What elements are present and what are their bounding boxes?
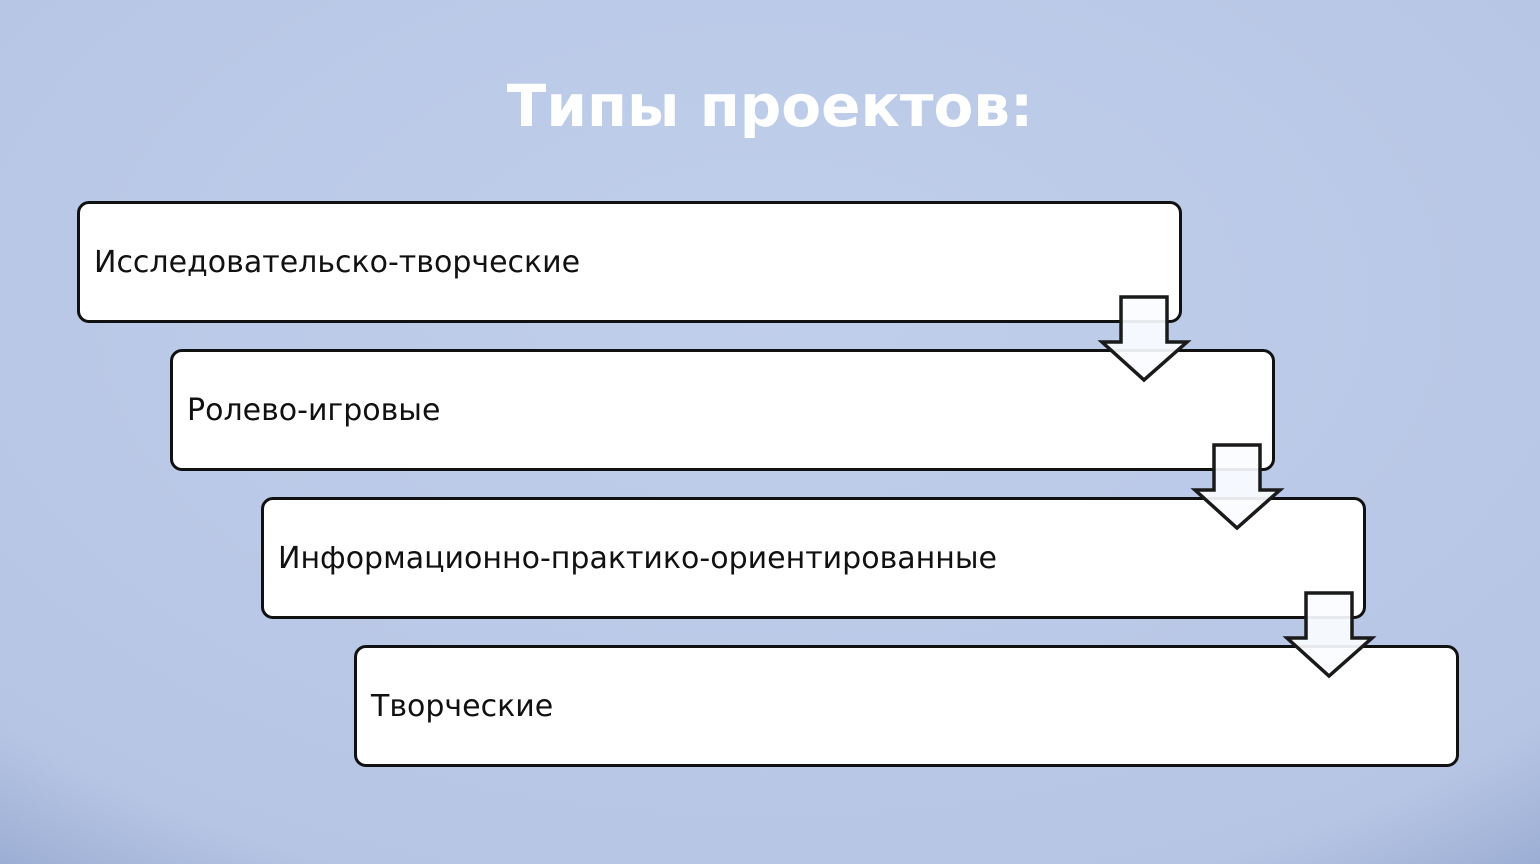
project-type-box: Ролево-игровые: [170, 349, 1275, 471]
arrow-down-icon: [1282, 591, 1377, 679]
project-type-label: Информационно-практико-ориентированные: [278, 540, 998, 576]
project-type-label: Исследовательско-творческие: [94, 244, 581, 280]
project-type-box: Исследовательско-творческие: [77, 201, 1182, 323]
slide-title: Типы проектов:: [506, 72, 1034, 140]
arrow-down-icon: [1190, 443, 1285, 531]
project-type-label: Ролево-игровые: [187, 392, 441, 428]
project-type-box: Информационно-практико-ориентированные: [261, 497, 1366, 619]
arrow-down-icon: [1097, 295, 1192, 383]
project-type-box: Творческие: [354, 645, 1459, 767]
project-type-label: Творческие: [371, 688, 554, 724]
